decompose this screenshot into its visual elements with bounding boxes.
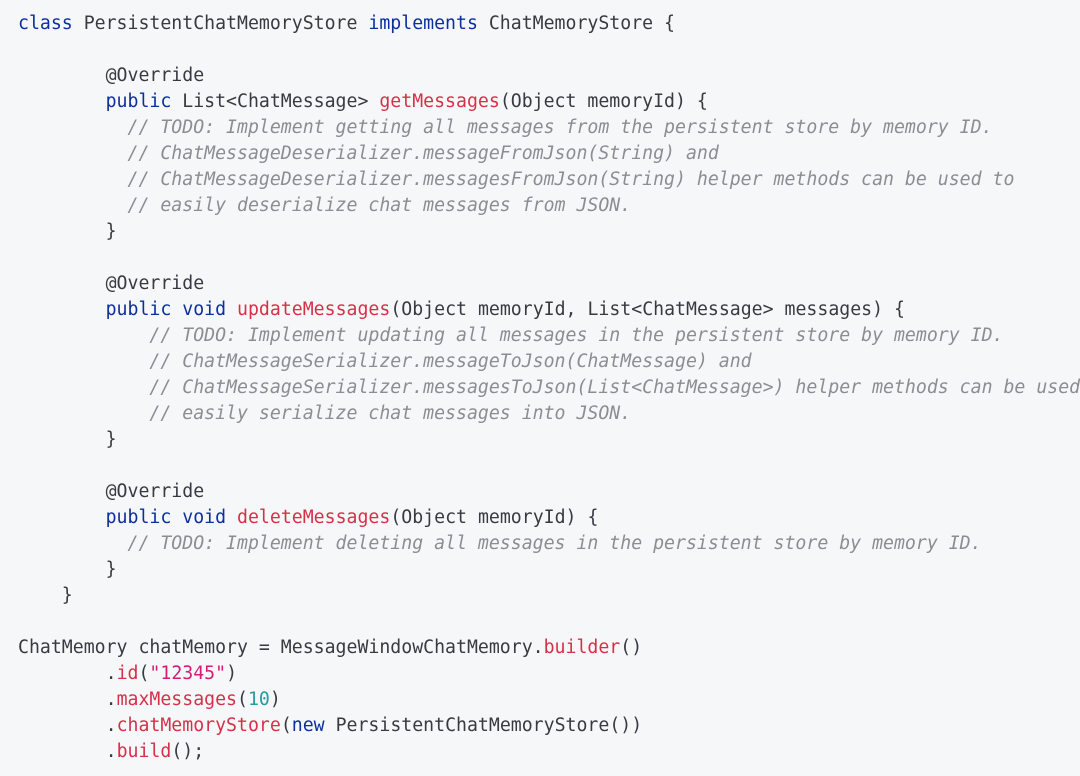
code-line: // easily deserialize chat messages from… (18, 193, 1080, 219)
code-line: // ChatMessageSerializer.messageToJson(C… (18, 349, 1080, 375)
text-token (226, 299, 237, 320)
code-line: .id("12345") (18, 661, 1080, 687)
keyword-token: public (105, 507, 172, 528)
code-line: // TODO: Implement getting all messages … (18, 115, 1080, 141)
code-line: // ChatMessageDeserializer.messagesFromJ… (18, 167, 1080, 193)
text-token: } (18, 429, 117, 450)
text-token: ) (269, 689, 281, 710)
text-token (226, 507, 237, 528)
code-line: .chatMemoryStore(new PersistentChatMemor… (18, 713, 1080, 739)
function-token: maxMessages (116, 689, 238, 710)
keyword-token: public (105, 91, 172, 112)
text-token: @Override (18, 65, 205, 86)
function-token: updateMessages (237, 299, 391, 320)
code-line: } (18, 219, 1080, 245)
code-line: class PersistentChatMemoryStore implemen… (18, 11, 1080, 37)
text-token: List<ChatMessage> (171, 91, 380, 112)
code-line: @Override (18, 479, 1080, 505)
function-token: chatMemoryStore (116, 715, 281, 736)
code-line: } (18, 557, 1080, 583)
code-line: public void deleteMessages(Object memory… (18, 505, 1080, 531)
text-token: ) (226, 663, 238, 684)
text-token: () (620, 637, 643, 658)
comment-token: // easily serialize chat messages into J… (18, 403, 632, 424)
code-line: public List<ChatMessage> getMessages(Obj… (18, 89, 1080, 115)
text-token (18, 299, 106, 320)
comment-token: // ChatMessageDeserializer.messageFromJs… (18, 143, 719, 164)
function-token: id (116, 663, 139, 684)
function-token: build (116, 741, 172, 762)
function-token: builder (543, 637, 621, 658)
text-token: ( (280, 715, 292, 736)
keyword-token: void (182, 507, 227, 528)
comment-token: // TODO: Implement deleting all messages… (18, 533, 982, 554)
text-token: ChatMemoryStore { (477, 13, 676, 34)
code-line: } (18, 583, 1080, 609)
code-line: } (18, 427, 1080, 453)
text-token: . (18, 663, 117, 684)
text-token: (Object memoryId) { (499, 91, 708, 112)
comment-token: // TODO: Implement getting all messages … (18, 117, 993, 138)
code-line: .maxMessages(10) (18, 687, 1080, 713)
function-token: deleteMessages (237, 507, 391, 528)
comment-token: // ChatMessageSerializer.messagesToJson(… (18, 377, 1080, 398)
code-line: ChatMemory chatMemory = MessageWindowCha… (18, 635, 1080, 661)
text-token: } (18, 221, 117, 242)
keyword-token: implements (368, 13, 478, 34)
text-token: ( (237, 689, 248, 710)
code-line: .build(); (18, 739, 1080, 765)
comment-token: // easily deserialize chat messages from… (18, 195, 632, 216)
code-line: // easily serialize chat messages into J… (18, 401, 1080, 427)
text-token: . (18, 689, 117, 710)
code-line: @Override (18, 271, 1080, 297)
text-token: ChatMemory chatMemory = MessageWindowCha… (18, 637, 544, 658)
comment-token: // ChatMessageSerializer.messageToJson(C… (18, 351, 752, 372)
text-token: @Override (18, 481, 205, 502)
text-token: PersistentChatMemoryStore()) (324, 715, 643, 736)
code-line (18, 453, 1080, 479)
function-token: getMessages (379, 91, 500, 112)
number-token: 10 (247, 689, 270, 710)
string-token: "12345" (149, 663, 227, 684)
code-line: // ChatMessageDeserializer.messageFromJs… (18, 141, 1080, 167)
text-token: PersistentChatMemoryStore (72, 13, 369, 34)
text-token (171, 507, 182, 528)
text-token (171, 299, 182, 320)
text-token: (); (171, 741, 205, 762)
text-token: } (18, 585, 73, 606)
code-line: // TODO: Implement deleting all messages… (18, 531, 1080, 557)
keyword-token: public (105, 299, 172, 320)
code-line (18, 37, 1080, 63)
keyword-token: class (18, 13, 73, 34)
text-token (18, 91, 106, 112)
text-token: } (18, 559, 117, 580)
code-line: public void updateMessages(Object memory… (18, 297, 1080, 323)
keyword-token: void (182, 299, 227, 320)
code-line (18, 245, 1080, 271)
code-line: // TODO: Implement updating all messages… (18, 323, 1080, 349)
code-line: @Override (18, 63, 1080, 89)
text-token: . (18, 741, 117, 762)
text-token (18, 507, 106, 528)
text-token: (Object memoryId, List<ChatMessage> mess… (390, 299, 905, 320)
text-token: . (18, 715, 117, 736)
text-token: @Override (18, 273, 205, 294)
comment-token: // TODO: Implement updating all messages… (18, 325, 1004, 346)
code-line: // ChatMessageSerializer.messagesToJson(… (18, 375, 1080, 401)
keyword-token: new (291, 715, 325, 736)
code-block: class PersistentChatMemoryStore implemen… (18, 11, 1080, 765)
text-token: ( (138, 663, 150, 684)
code-line (18, 609, 1080, 635)
text-token: (Object memoryId) { (390, 507, 599, 528)
comment-token: // ChatMessageDeserializer.messagesFromJ… (18, 169, 1015, 190)
